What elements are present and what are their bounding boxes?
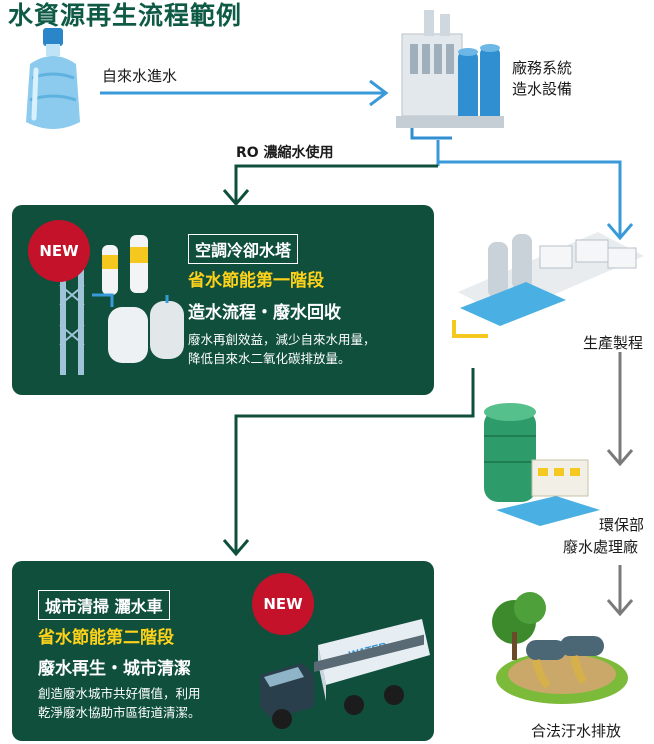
panel1-desc-line2: 降低自來水二氧化碳排放量。 (188, 351, 351, 366)
panel2-desc-line1: 創造廢水城市共好價值，利用 (38, 686, 201, 701)
arrow-production-to-env (606, 352, 634, 467)
panel2-box-title: 城市清掃 灑水車 (38, 590, 170, 620)
production-plant-icon (452, 232, 644, 338)
water-bottle-icon (26, 28, 80, 129)
label-system-line1: 廠務系統 (512, 59, 573, 77)
panel-street-sprinkler: 城市清掃 灑水車 省水節能第二階段 廢水再生・城市清潔 創造廢水城市共好價值，利… (12, 561, 434, 741)
panel1-headline: 造水流程・廢水回收 (188, 303, 341, 323)
label-env-line1: 環保部 (599, 516, 645, 534)
arrow-env-to-discharge (606, 565, 634, 617)
arrow-production-to-panel2 (222, 368, 475, 557)
wastewater-plant-icon (484, 403, 600, 526)
panel1-stage: 省水節能第一階段 (188, 271, 324, 291)
panel2-desc-line2: 乾淨廢水協助市區街道清潔。 (38, 705, 201, 720)
panel1-box-title: 空調冷卻水塔 (188, 234, 299, 264)
label-discharge: 合法汙水排放 (531, 722, 622, 740)
label-tap-water: 自來水進水 (102, 67, 178, 85)
new-badge-panel2: NEW (252, 573, 314, 635)
label-production: 生產製程 (583, 334, 644, 352)
water-system-equipment-icon (396, 10, 504, 140)
label-ro-use: RO 濃縮水使用 (236, 145, 334, 161)
page-title: 水資源再生流程範例 (8, 1, 243, 30)
sprinkler-truck-icon: WATER (260, 619, 430, 729)
panel1-desc-line1: 廢水再創效益，減少自來水用量， (188, 332, 376, 347)
panel2-stage: 省水節能第二階段 (38, 628, 174, 648)
arrow-tap-to-system (100, 79, 389, 107)
panel-cooling-tower: NEW 空調冷卻水塔 省水節能第一階段 造水流程・廢水回收 廢水再創效益，減少自… (12, 205, 434, 395)
panel2-headline: 廢水再生・城市清潔 (38, 659, 191, 679)
label-env-line2: 廢水處理廠 (563, 538, 639, 556)
cooling-tower-icon (59, 235, 184, 375)
label-system-line2: 造水設備 (512, 80, 573, 98)
arrow-system-to-production (438, 160, 634, 241)
legal-discharge-icon (492, 592, 628, 704)
new-badge-panel1: NEW (28, 220, 90, 282)
